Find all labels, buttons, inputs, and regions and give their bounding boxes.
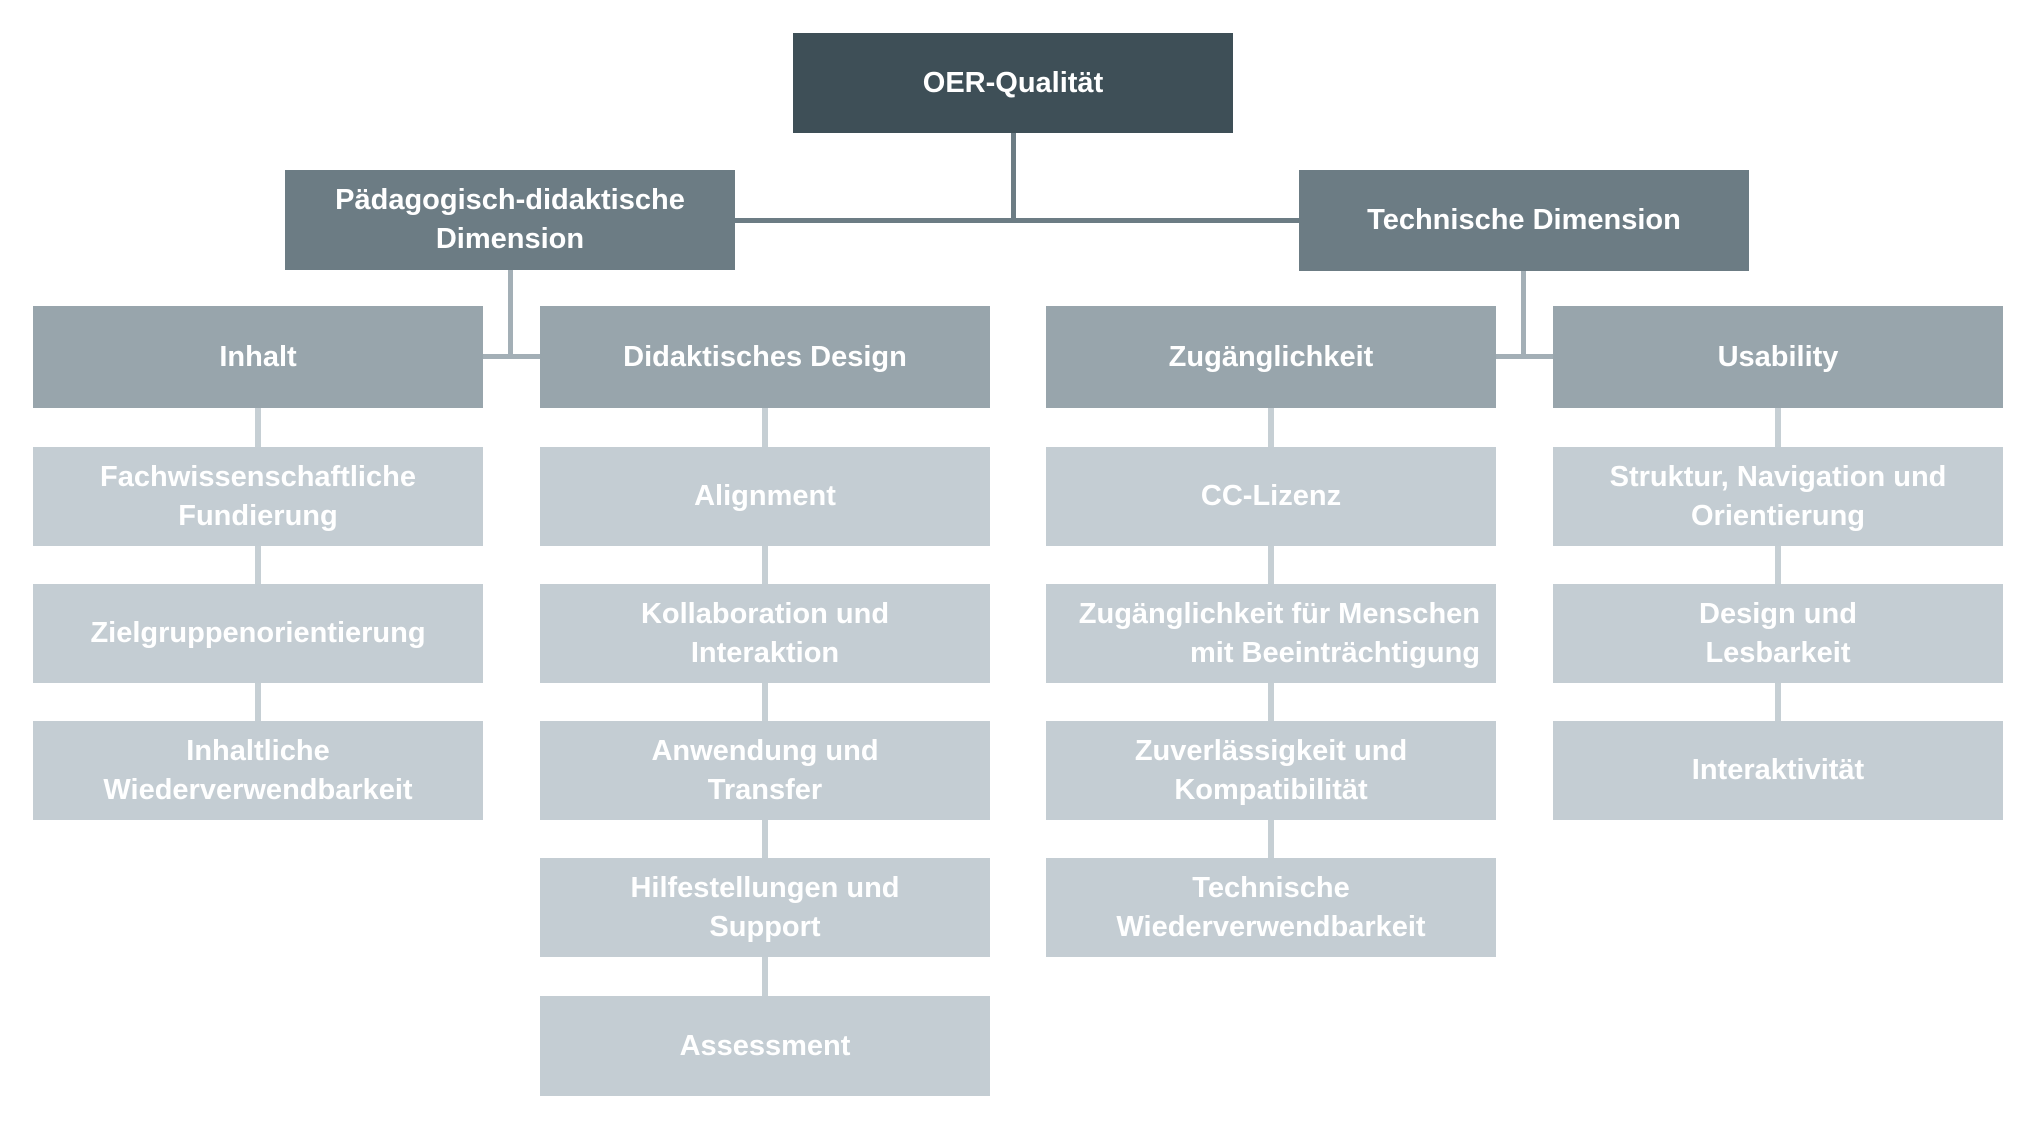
node-inhaltliche-wiederverwendbarkeit: Inhaltliche Wiederverwendbarkeit [33, 721, 483, 820]
connector-paedagogisch-horizontal [483, 354, 540, 359]
node-inhalt: Inhalt [33, 306, 483, 408]
connector-zugaenglichkeit-stub-2 [1268, 546, 1274, 584]
connector-paedagogisch-vertical [508, 270, 513, 358]
node-zuverlaessigkeit-und-kompatibilitaet: Zuverlässigkeit und Kompatibilität [1046, 721, 1496, 820]
node-struktur-navigation-und-orientierung: Struktur, Navigation und Orientierung [1553, 447, 2003, 546]
node-design-und-lesbarkeit: Design und Lesbarkeit [1553, 584, 2003, 683]
connector-dimensions-horizontal [735, 218, 1299, 223]
connector-didaktik-stub-3 [762, 683, 768, 721]
node-zugaenglichkeit-fuer-menschen-mit-beeintraechtigung: Zugänglichkeit für Menschen mit Beeinträ… [1046, 584, 1496, 683]
connector-didaktik-stub-4 [762, 820, 768, 858]
node-kollaboration-und-interaktion: Kollaboration und Interaktion [540, 584, 990, 683]
node-zielgruppenorientierung: Zielgruppenorientierung [33, 584, 483, 683]
node-hilfestellungen-und-support: Hilfestellungen und Support [540, 858, 990, 957]
node-cc-lizenz: CC-Lizenz [1046, 447, 1496, 546]
node-zugaenglichkeit: Zugänglichkeit [1046, 306, 1496, 408]
node-fachwissenschaftliche-fundierung: Fachwissenschaftliche Fundierung [33, 447, 483, 546]
node-alignment: Alignment [540, 447, 990, 546]
connector-usability-stub-1 [1775, 408, 1781, 447]
connector-inhalt-stub-2 [255, 546, 261, 584]
node-technische-wiederverwendbarkeit: Technische Wiederverwendbarkeit [1046, 858, 1496, 957]
connector-usability-stub-3 [1775, 683, 1781, 721]
node-assessment: Assessment [540, 996, 990, 1096]
connector-inhalt-stub-1 [255, 408, 261, 447]
connector-technisch-horizontal [1496, 354, 1553, 359]
node-paedagogisch-didaktische-dimension: Pädagogisch-didaktische Dimension [285, 170, 735, 270]
connector-didaktik-stub-1 [762, 408, 768, 447]
connector-didaktik-stub-5 [762, 957, 768, 996]
connector-technisch-vertical [1521, 271, 1526, 358]
connector-zugaenglichkeit-stub-4 [1268, 820, 1274, 858]
connector-didaktik-stub-2 [762, 546, 768, 584]
connector-inhalt-stub-3 [255, 683, 261, 721]
connector-usability-stub-2 [1775, 546, 1781, 584]
node-didaktisches-design: Didaktisches Design [540, 306, 990, 408]
connector-zugaenglichkeit-stub-1 [1268, 408, 1274, 447]
node-technische-dimension: Technische Dimension [1299, 170, 1749, 271]
node-anwendung-und-transfer: Anwendung und Transfer [540, 721, 990, 820]
node-oer-qualitaet: OER-Qualität [793, 33, 1233, 133]
node-interaktivitaet: Interaktivität [1553, 721, 2003, 820]
connector-zugaenglichkeit-stub-3 [1268, 683, 1274, 721]
connector-root-vertical [1011, 133, 1016, 221]
node-usability: Usability [1553, 306, 2003, 408]
